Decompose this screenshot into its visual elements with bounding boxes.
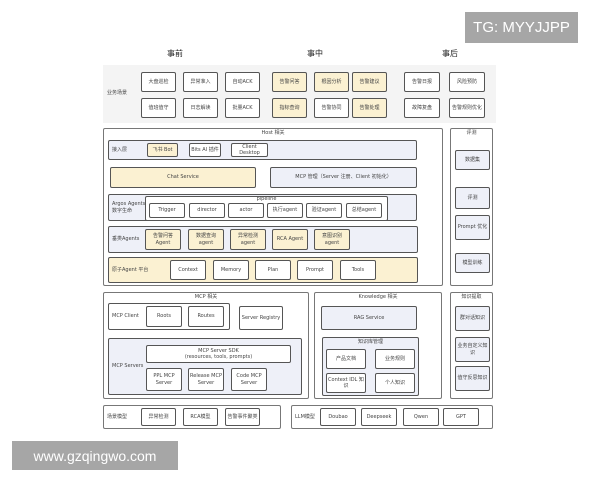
extract-item: 值守反思知识: [455, 366, 490, 391]
scene-item: 批量ACK: [225, 98, 260, 118]
scene-item: 故障复盘: [404, 98, 440, 118]
vertical-agent: 意图识别agent: [314, 229, 350, 250]
scene-item: 异常准入: [183, 72, 218, 92]
llm-label: LLM模型: [295, 413, 315, 420]
pipeline-item: 执行agent: [267, 203, 303, 218]
host-title: Host 相关: [261, 129, 285, 136]
kb-item: 产品文档: [326, 349, 366, 369]
mcp-client-item: Roots: [146, 306, 182, 327]
mcp-client-label: MCP Client: [112, 313, 139, 320]
access-item: Bits AI 插件: [189, 143, 221, 157]
pipeline-item: 总结agent: [346, 203, 382, 218]
mcp-title: MCP 相关: [194, 293, 218, 300]
mcp-server: PPL MCP Server: [146, 368, 182, 391]
kb-item: 业务规则: [375, 349, 415, 369]
kb-title: 知识库管理: [357, 338, 383, 345]
scene-item: 告警日报: [404, 72, 440, 92]
llm-model: GPT: [443, 408, 479, 426]
eval-item: Prompt 优化: [455, 215, 490, 240]
watermark-top: TG: MYYJJPP: [465, 12, 578, 43]
chat-service: Chat Service: [110, 167, 256, 188]
scene-label: 业务场景: [107, 89, 128, 96]
scene-model: 异常检测: [141, 408, 176, 426]
vertical-agent: 异常检测agent: [230, 229, 266, 250]
atomic-item: Plan: [255, 260, 291, 280]
kb-item: 个人知识: [375, 373, 415, 393]
access-label: 接入层: [112, 146, 128, 153]
vertical-agent: 告警问答Agent: [145, 229, 181, 250]
mcp-server: Release MCP Server: [188, 368, 224, 391]
eval-item: 数据集: [455, 150, 490, 170]
watermark-bottom: www.gzqingwo.com: [12, 441, 178, 470]
atomic-item: Prompt: [297, 260, 333, 280]
eval-title: 评测: [466, 129, 477, 136]
argos-label: Argos Agents 数字生命: [112, 201, 146, 214]
mcp-sdk: MCP Server SDK (resources, tools, prompt…: [146, 345, 291, 363]
llm-model: Deepseek: [361, 408, 397, 426]
phase-header: 事中: [307, 49, 323, 58]
phase-header: 事后: [442, 49, 458, 58]
scene-item: 告警问答: [272, 72, 307, 92]
scene-item: 根因分析: [314, 72, 349, 92]
pipeline-item: 验证agent: [306, 203, 342, 218]
access-item: 飞书 Bot: [147, 143, 178, 157]
rag-service: RAG Service: [321, 306, 417, 330]
mcp-manage: MCP 管理（Server 注册、Client 初始化）: [270, 167, 417, 188]
extract-title: 知识提取: [461, 293, 482, 300]
llm-model: Qwen: [403, 408, 439, 426]
atomic-item: Context: [170, 260, 206, 280]
pipeline-item: actor: [228, 203, 264, 218]
server-registry: Server Registry: [239, 306, 283, 330]
atomic-item: Tools: [340, 260, 376, 280]
llm-model: Doubao: [320, 408, 356, 426]
vertical-agent: 数据查询agent: [188, 229, 224, 250]
atomic-label: 原子Agent 平台: [112, 266, 149, 273]
eval-item: 模型训练: [455, 253, 490, 273]
scene-item: 告警建议: [352, 72, 387, 92]
knowledge-title: Knowledge 相关: [358, 293, 398, 300]
vertical-label: 垂类Agents: [112, 236, 140, 243]
scene-item: 自动ACK: [225, 72, 260, 92]
kb-item: Context IDL 知识: [326, 373, 366, 393]
scene-item: 告警规则优化: [449, 98, 485, 118]
scene-models-label: 场景模型: [107, 413, 128, 420]
scene-item: 告警协同: [314, 98, 349, 118]
scene-model: RCA模型: [183, 408, 218, 426]
scene-item: 日志解读: [183, 98, 218, 118]
pipeline-item: Trigger: [149, 203, 185, 218]
scene-item: 值班值守: [141, 98, 176, 118]
vertical-agent: RCA Agent: [272, 229, 308, 250]
extract-item: 群对话知识: [455, 306, 490, 331]
mcp-server: Code MCP Server: [231, 368, 267, 391]
mcp-servers-label: MCP Servers: [112, 363, 144, 370]
atomic-item: Memory: [213, 260, 249, 280]
scene-item: 指标查询: [272, 98, 307, 118]
phase-header: 事前: [167, 49, 183, 58]
scene-item: 大盘巡检: [141, 72, 176, 92]
pipeline-item: director: [189, 203, 225, 218]
scene-item: 风险预防: [449, 72, 485, 92]
eval-item: 评测: [455, 187, 490, 209]
scene-model: 告警事件聚类: [225, 408, 260, 426]
access-item: Client Desktop: [231, 143, 268, 157]
extract-item: 业务自定义知识: [455, 337, 490, 362]
scene-item: 告警处理: [352, 98, 387, 118]
pipeline-title: pipeline: [256, 195, 277, 202]
mcp-client-item: Routes: [188, 306, 224, 327]
